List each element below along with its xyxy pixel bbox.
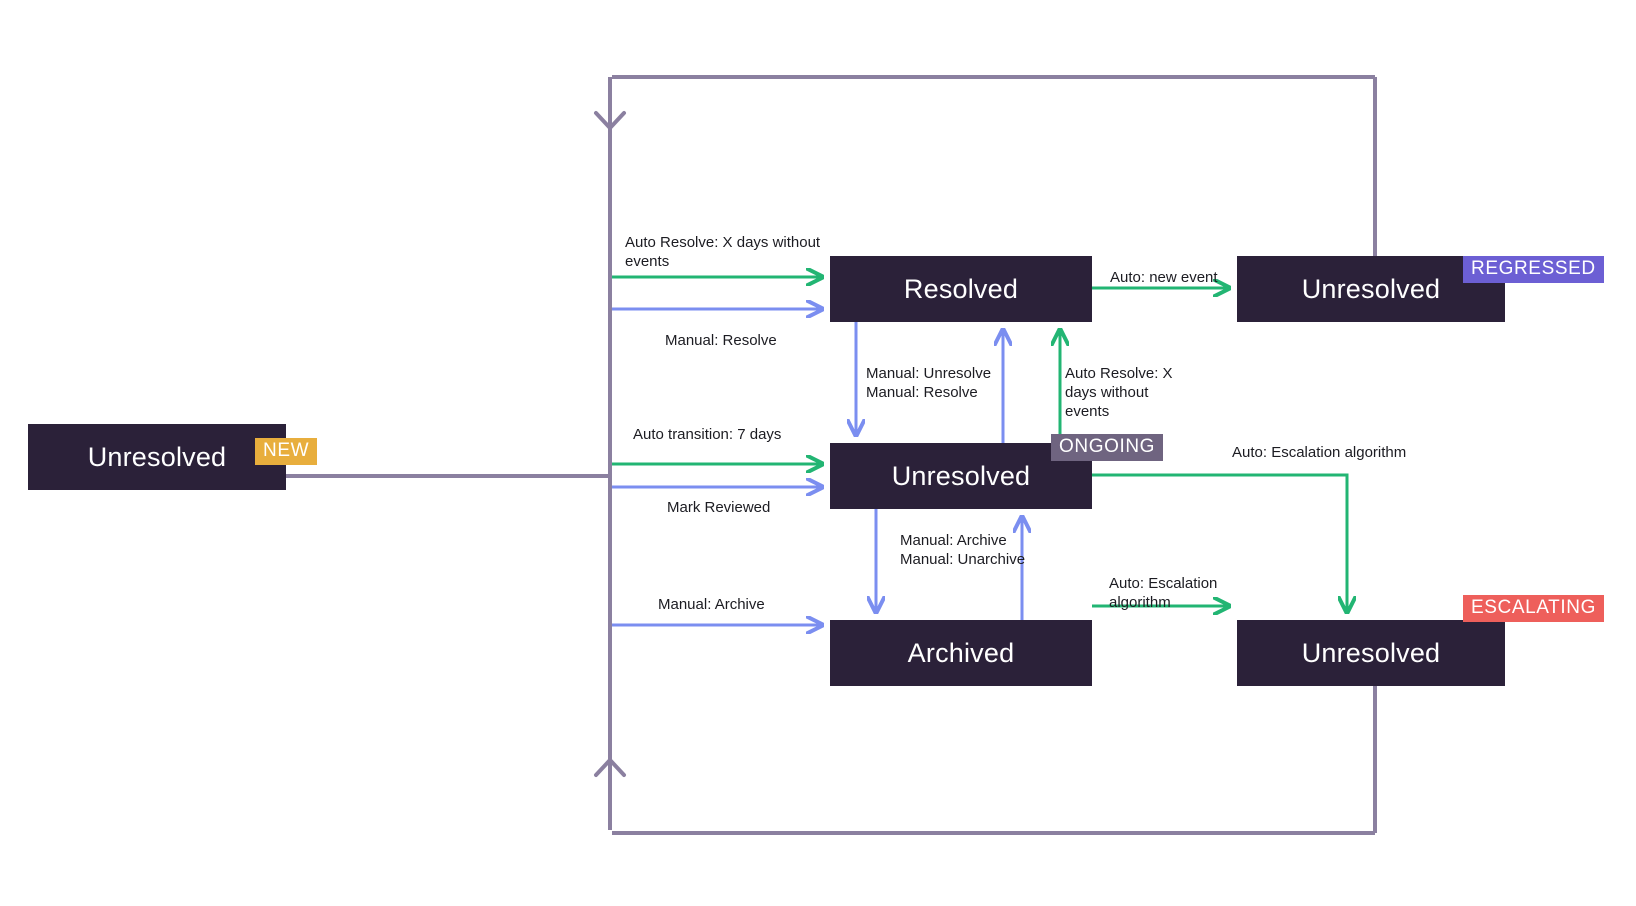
state-box-new-unresolved[interactable]: Unresolved bbox=[28, 424, 286, 490]
status-badge-new: NEW bbox=[255, 438, 318, 465]
edge-label-auto-escalation-top: Auto: Escalation algorithm bbox=[1232, 444, 1407, 461]
state-box-resolved[interactable]: Resolved bbox=[830, 256, 1092, 322]
state-box-escalating-unresolved[interactable]: Unresolved bbox=[1237, 620, 1505, 686]
edge-label-manual-resolve-top: Manual: Resolve bbox=[665, 332, 777, 349]
edge-label-manual-unresolve-resolve: Manual: Unresolve Manual: Resolve bbox=[866, 365, 992, 401]
edge-label-manual-archive-unarchive: Manual: Archive Manual: Unarchive bbox=[900, 532, 1026, 568]
state-label: Unresolved bbox=[891, 460, 1031, 491]
frame-edges bbox=[286, 75, 1377, 835]
auto-edges bbox=[612, 277, 1347, 612]
arrowhead-trunk-down bbox=[594, 111, 626, 130]
status-badge-escalating: ESCALATING bbox=[1463, 595, 1604, 622]
edge-label-auto-resolve-x-days-mid: Auto Resolve: X days without events bbox=[1065, 365, 1173, 420]
state-box-archived[interactable]: Archived bbox=[830, 620, 1092, 686]
state-label: Archived bbox=[907, 637, 1015, 668]
arrowhead-trunk-up bbox=[594, 758, 626, 777]
state-label: Resolved bbox=[903, 273, 1019, 304]
status-badge-regressed: REGRESSED bbox=[1463, 256, 1604, 283]
state-box-ongoing-unresolved[interactable]: Unresolved bbox=[830, 443, 1092, 509]
frame-arrowheads bbox=[594, 111, 626, 777]
state-label: Unresolved bbox=[1301, 637, 1441, 668]
manual-edges bbox=[612, 309, 1022, 625]
edge-label-auto-new-event: Auto: new event bbox=[1110, 269, 1218, 286]
state-label: Unresolved bbox=[87, 441, 227, 472]
edge-label-auto-transition-7-days: Auto transition: 7 days bbox=[633, 426, 782, 443]
edge-label-auto-escalation-bottom: Auto: Escalation algorithm bbox=[1109, 575, 1218, 611]
status-badge-ongoing: ONGOING bbox=[1051, 434, 1164, 461]
state-box-regressed-unresolved[interactable]: Unresolved bbox=[1237, 256, 1505, 322]
edge-auto-escalation-ongoing bbox=[1092, 473, 1347, 612]
state-label: Unresolved bbox=[1301, 273, 1441, 304]
edge-label-auto-resolve-x-days-top: Auto Resolve: X days without events bbox=[625, 234, 821, 270]
edge-label-mark-reviewed: Mark Reviewed bbox=[667, 499, 771, 516]
edge-label-manual-archive: Manual: Archive bbox=[658, 596, 765, 613]
